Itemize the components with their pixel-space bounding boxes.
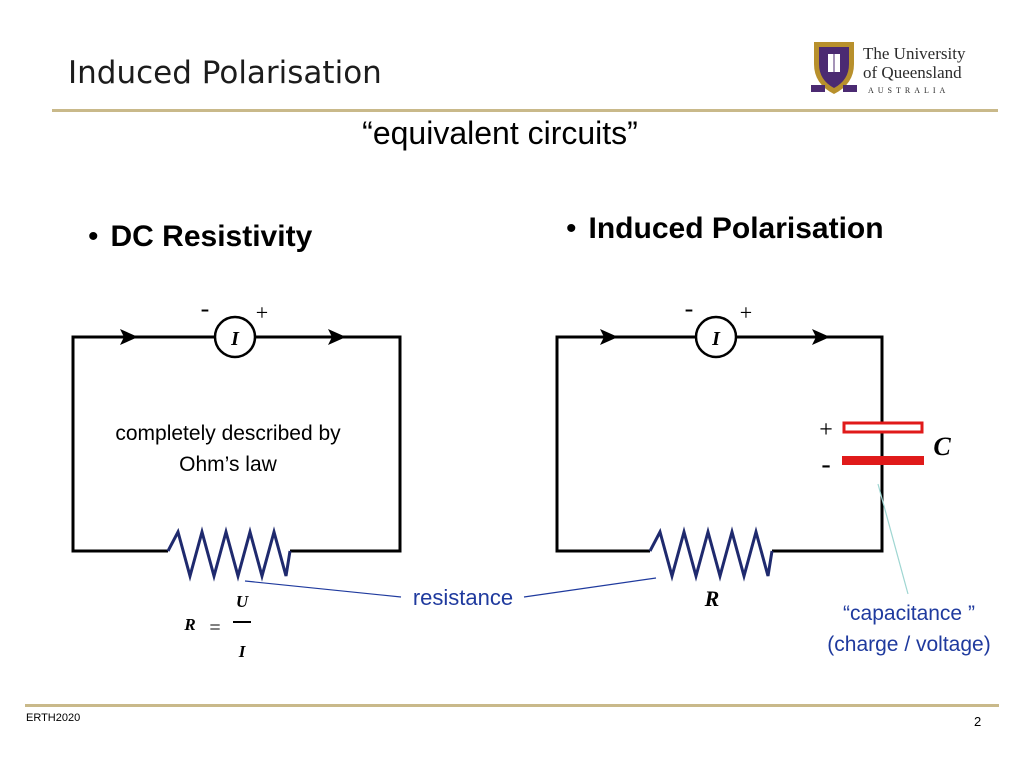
logo-line-3: AUSTRALIA bbox=[868, 86, 949, 95]
capacitor-symbol: C bbox=[933, 432, 951, 461]
capacitor-plus-sign: + bbox=[819, 417, 833, 443]
svg-text:U: U bbox=[236, 592, 249, 611]
header-divider bbox=[52, 109, 998, 112]
capacitance-annotation: “capacitance ” (charge / voltage) bbox=[800, 598, 1018, 660]
meter-plus-sign: + bbox=[740, 300, 752, 325]
resistance-annotation: resistance bbox=[412, 585, 514, 610]
bullet-marker: • bbox=[88, 220, 99, 253]
university-crest-icon bbox=[811, 42, 857, 94]
current-arrow-icon bbox=[812, 329, 830, 345]
dc-resistivity-circuit: I - + R = U I bbox=[71, 294, 402, 661]
induced-polarisation-circuit: I - + R + - C bbox=[555, 294, 951, 611]
capacitor-plate-positive bbox=[842, 421, 924, 434]
logo-line-2: of Queensland bbox=[863, 63, 962, 82]
svg-text:R: R bbox=[183, 615, 195, 634]
resistor-icon bbox=[166, 526, 292, 582]
resistor-symbol: R bbox=[704, 586, 720, 611]
capacitor-plate-negative bbox=[842, 456, 924, 465]
bullet-induced-polarisation: • Induced Polarisation bbox=[566, 212, 884, 246]
ohms-law-description: completely described by Ohm’s law bbox=[115, 422, 341, 476]
ammeter-icon bbox=[694, 315, 738, 359]
university-logo: The University of Queensland AUSTRALIA bbox=[811, 42, 966, 95]
meter-minus-sign: - bbox=[201, 294, 210, 323]
resistance-leader-left bbox=[244, 580, 402, 598]
meter-minus-sign: - bbox=[685, 294, 694, 323]
footer-divider bbox=[25, 704, 999, 707]
current-arrow-icon bbox=[600, 329, 618, 345]
bullet-dc-resistivity-label: DC Resistivity bbox=[110, 220, 313, 253]
current-arrow-icon bbox=[120, 329, 138, 345]
ammeter-symbol: I bbox=[230, 328, 240, 350]
svg-text:=: = bbox=[209, 617, 220, 639]
resistance-leader-right bbox=[523, 577, 657, 598]
capacitance-leader bbox=[877, 483, 909, 595]
logo-line-1: The University bbox=[863, 44, 966, 63]
page-number: 2 bbox=[974, 714, 982, 729]
ammeter-symbol: I bbox=[711, 328, 721, 350]
bullet-marker: • bbox=[566, 212, 577, 245]
left-circuit-wire bbox=[71, 335, 215, 553]
capacitor-minus-sign: - bbox=[821, 449, 830, 480]
left-circuit-wire-right bbox=[255, 335, 402, 553]
slide-subtitle: “equivalent circuits” bbox=[362, 115, 638, 151]
right-circuit-wire-right bbox=[736, 335, 884, 553]
resistor-icon bbox=[648, 526, 774, 582]
slide-title: Induced Polarisation bbox=[68, 55, 382, 91]
capacitance-annotation-line-1: “capacitance ” bbox=[843, 602, 975, 625]
current-arrow-icon bbox=[328, 329, 346, 345]
bullet-induced-polarisation-label: Induced Polarisation bbox=[588, 212, 884, 245]
meter-plus-sign: + bbox=[256, 300, 268, 325]
ohms-law-formula: R = U I bbox=[183, 592, 251, 661]
course-code: ERTH2020 bbox=[26, 712, 81, 724]
ammeter-icon bbox=[213, 315, 257, 359]
bullet-dc-resistivity: • DC Resistivity bbox=[88, 220, 312, 254]
capacitance-annotation-line-2: (charge / voltage) bbox=[827, 633, 991, 656]
right-circuit-wire bbox=[555, 335, 696, 553]
svg-text:I: I bbox=[238, 642, 247, 661]
